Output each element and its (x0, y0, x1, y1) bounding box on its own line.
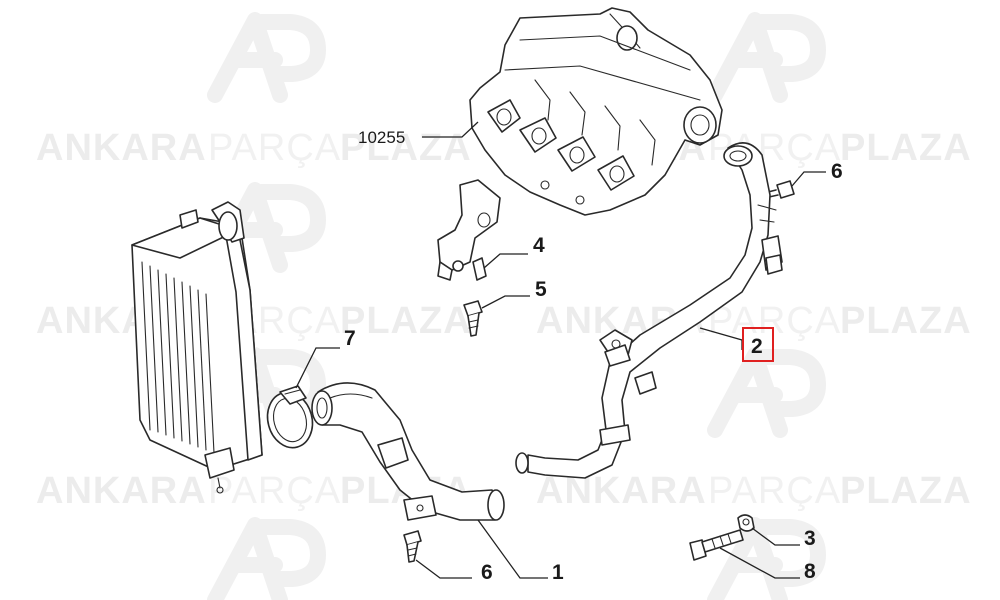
leader-long-bolt (719, 547, 800, 579)
callout-manifold: 10255 (358, 128, 405, 147)
watermark-word-plaza: PLAZA (340, 127, 472, 169)
callout-highlight-box (742, 327, 774, 362)
watermark-word-parca: PARÇA (708, 470, 841, 512)
callout-bolt-top: 6 (831, 160, 843, 183)
long-bolt (689, 529, 744, 561)
callout-hose-left: 1 (552, 561, 564, 584)
watermark-word-ankara: ANKARA (36, 127, 207, 169)
watermark-word-plaza: PLAZA (840, 300, 972, 342)
leader-bolt-top (791, 171, 826, 187)
intake-hose (311, 382, 505, 521)
bolt-mid (463, 300, 483, 337)
intercooler (131, 201, 263, 494)
leader-clamp (295, 347, 340, 389)
bolt-top (767, 180, 795, 199)
watermark-word-plaza: PLAZA (340, 300, 472, 342)
callout-labels: 10255 2 6 4 5 7 1 6 3 8 (344, 128, 843, 584)
watermark-word-plaza: PLAZA (840, 127, 972, 169)
nut (737, 514, 755, 532)
watermark-word-plaza: PLAZA (840, 470, 972, 512)
intake-manifold (469, 7, 723, 216)
callout-nut: 3 (804, 527, 816, 550)
callout-pipe-main: 2 (751, 335, 763, 358)
watermark-word-parca: PARÇA (708, 300, 841, 342)
callout-bolt-mid: 5 (535, 278, 547, 301)
callout-bracket: 4 (533, 234, 545, 257)
hose-clamp (266, 385, 314, 449)
callout-bolt-bottom: 6 (481, 561, 493, 584)
callout-long-bolt: 8 (804, 560, 816, 583)
bolt-bottom (403, 530, 422, 563)
charge-air-pipe (515, 142, 783, 479)
leader-manifold (422, 121, 479, 138)
mounting-bracket (437, 179, 501, 281)
watermark-word-parca: PARÇA (208, 470, 341, 512)
leader-bracket (483, 253, 528, 269)
leader-hose-left (477, 519, 548, 579)
leader-bolt-mid (481, 295, 530, 309)
leader-lines (295, 121, 826, 579)
leader-nut (751, 527, 800, 546)
callout-clamp: 7 (344, 327, 356, 350)
watermark-word-ankara: ANKARA (36, 470, 207, 512)
leader-bolt-bottom (415, 559, 472, 579)
watermark-word-parca: PARÇA (208, 127, 341, 169)
